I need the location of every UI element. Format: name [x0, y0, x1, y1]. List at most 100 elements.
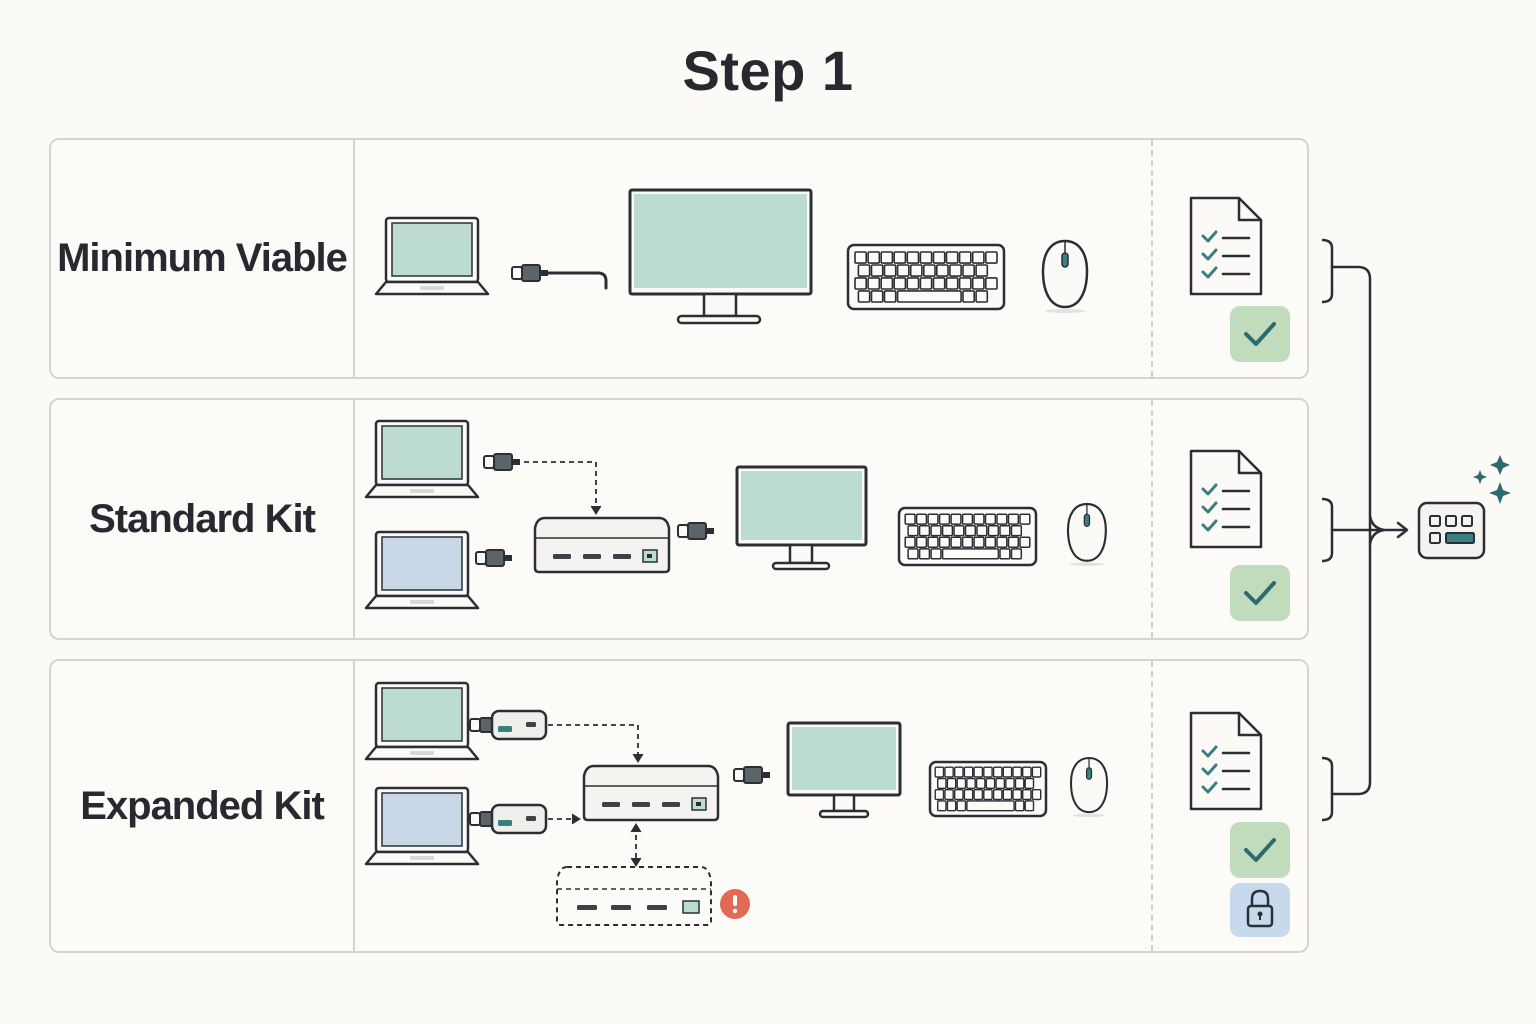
keyboard-key [973, 513, 985, 525]
mouse-icon [1066, 502, 1107, 567]
keyboard-key [1014, 777, 1025, 790]
keyboard-key [932, 251, 946, 264]
keyboard-key [984, 251, 998, 264]
checklist-icon [1189, 711, 1263, 811]
keyboard-key [919, 251, 933, 264]
keyboard-key [906, 277, 920, 290]
keyboard-key [966, 777, 976, 790]
keyboard-key [934, 766, 945, 778]
keyboard-key [961, 513, 974, 525]
keyboard-icon [846, 243, 1006, 311]
keyboard-key [919, 277, 933, 290]
keyboard-key [975, 264, 989, 277]
mouse-icon [1041, 239, 1089, 315]
keyboard-key [883, 290, 897, 303]
keyboard-key [1019, 513, 1031, 525]
keyboard-key [1031, 789, 1042, 801]
keyboard-key [1014, 800, 1025, 812]
keyboard-key [857, 264, 871, 277]
bracket-connector [1320, 238, 1409, 822]
sparkle-icon [1473, 455, 1511, 504]
laptop-icon [364, 419, 480, 499]
keyboard-key [975, 290, 989, 303]
keyboard-key [907, 548, 919, 560]
keyboard-key [962, 290, 975, 303]
keyboard-key [909, 264, 923, 277]
monitor-icon [628, 188, 813, 325]
cable-icon [733, 766, 771, 784]
keyboard-key [1031, 766, 1042, 778]
adapter-icon [468, 709, 548, 741]
keyboard-key [945, 251, 959, 264]
kit-summary-icon [1417, 501, 1486, 560]
keyboard-key [987, 524, 1000, 537]
keyboard-key [930, 548, 942, 560]
keyboard-key [934, 789, 945, 801]
keyboard-key [971, 251, 985, 264]
keyboard-key [966, 800, 1015, 812]
keyboard-key [946, 777, 957, 790]
keyboard-key [953, 524, 965, 537]
row-divider [1151, 661, 1153, 951]
keyboard-key [867, 277, 881, 290]
cable-icon [483, 453, 521, 471]
keyboard-key [941, 548, 1000, 560]
keyboard-key [984, 277, 998, 290]
keyboard-key [1012, 789, 1023, 801]
keyboard-key [945, 277, 959, 290]
keyboard-key [1024, 777, 1035, 790]
row-label: Standard Kit [51, 400, 355, 638]
keyboard-key [954, 766, 964, 778]
keyboard-key [976, 524, 988, 537]
keyboard-key [963, 789, 974, 801]
keyboard-key [984, 536, 997, 548]
keyboard-key [1012, 766, 1023, 778]
keyboard-key [996, 536, 1008, 548]
warning-icon [720, 889, 750, 919]
keyboard-key [1002, 766, 1013, 778]
mouse-icon [1069, 756, 1109, 819]
dock-icon [533, 516, 671, 574]
keyboard-key [984, 513, 997, 525]
page-title: Step 1 [682, 39, 854, 102]
keyboard-key [932, 277, 946, 290]
keyboard-key [896, 290, 962, 303]
keyboard-key [935, 264, 949, 277]
keyboard-key [961, 536, 974, 548]
keyboard-key [896, 264, 910, 277]
keyboard-key [1010, 548, 1023, 560]
keyboard-key [1019, 536, 1031, 548]
keyboard-key [1002, 789, 1013, 801]
keyboard-key [893, 251, 907, 264]
keyboard-key [995, 777, 1006, 790]
keyboard-key [922, 264, 936, 277]
keyboard-key [950, 513, 962, 525]
keyboard-key [1005, 777, 1015, 790]
keyboard-key [1007, 513, 1020, 525]
keyboard-key [971, 277, 985, 290]
keyboard-key [973, 536, 985, 548]
keyboard-icon [928, 760, 1048, 818]
keyboard-key [854, 277, 867, 290]
keyboard-key [857, 290, 871, 303]
monitor-icon [735, 465, 868, 571]
keyboard-key [944, 789, 954, 801]
keyboard-key [1010, 524, 1023, 537]
keyboard-key [992, 789, 1003, 801]
keyboard-key [941, 524, 954, 537]
keyboard-key [927, 513, 939, 525]
keyboard-key [867, 251, 881, 264]
row-divider [1151, 140, 1153, 377]
keyboard-key [870, 264, 884, 277]
keyboard-key [950, 536, 962, 548]
keyboard-key [944, 766, 954, 778]
row-divider [1151, 400, 1153, 638]
keyboard-key [956, 800, 967, 812]
cable-icon [475, 549, 513, 567]
laptop-icon [374, 216, 490, 296]
keyboard-key [1024, 800, 1035, 812]
keyboard-key [915, 536, 928, 548]
keyboard-key [930, 524, 942, 537]
monitor-icon [786, 721, 902, 819]
keyboard-key [938, 513, 951, 525]
